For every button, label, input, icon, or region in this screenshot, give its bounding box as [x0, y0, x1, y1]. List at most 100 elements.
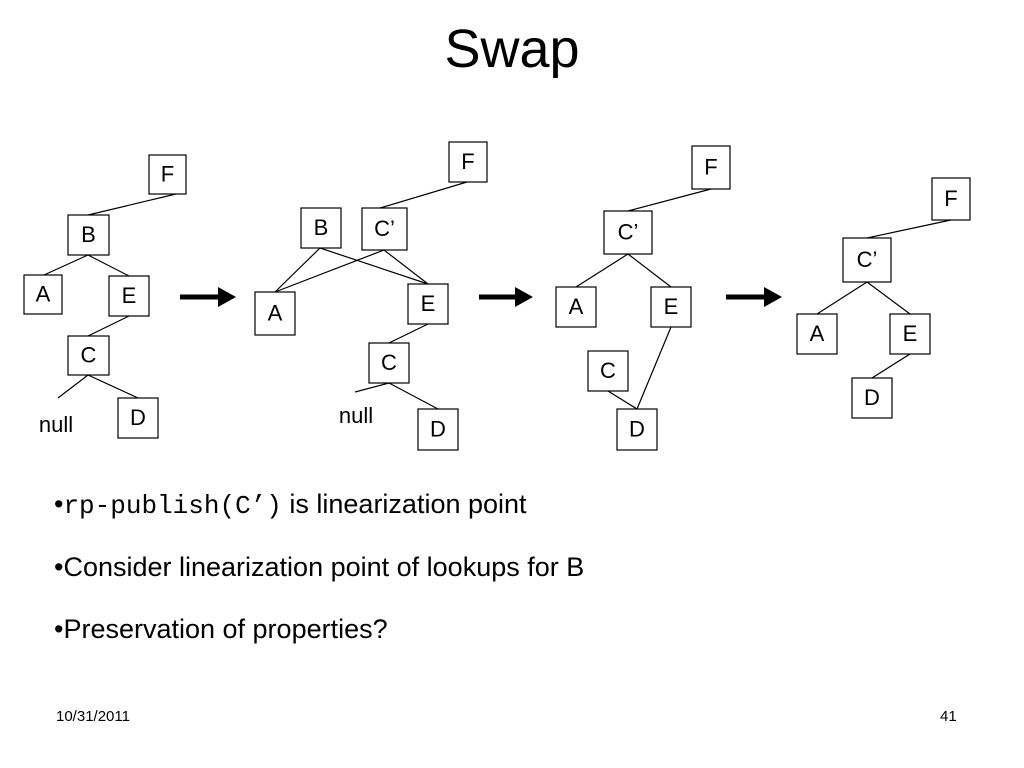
node-box [108, 275, 150, 317]
node-label: E [421, 291, 436, 316]
node-c-prime: C’ [842, 237, 892, 283]
node-label: C’ [374, 216, 395, 241]
node-box [603, 210, 653, 255]
tree-edge [379, 181, 468, 209]
node-e: E [889, 313, 931, 355]
node-b: B [300, 207, 342, 249]
node-e: E [650, 286, 692, 328]
tree-edge [87, 193, 177, 216]
bullet-consider-lookups: •Consider linearization point of lookups… [54, 552, 585, 582]
node-box [616, 408, 658, 451]
right-arrow-icon [726, 287, 782, 307]
node-box [448, 141, 488, 183]
node-box [368, 342, 410, 384]
node-label: E [122, 283, 137, 308]
node-d: D [417, 408, 459, 451]
node-label: C [381, 350, 397, 375]
tree-edge [87, 374, 139, 399]
node-f: F [148, 154, 187, 195]
node-label: A [36, 281, 51, 306]
tree-edge [866, 219, 952, 239]
tree-edge [607, 390, 638, 410]
node-box [842, 237, 892, 283]
node-a: A [254, 291, 296, 336]
null-label: null [339, 403, 373, 428]
node-box [23, 274, 63, 315]
right-arrow-icon [479, 287, 533, 307]
tree-edge [627, 253, 672, 288]
node-label: C [81, 342, 97, 367]
node-label: E [664, 294, 679, 319]
tree-edge [274, 249, 385, 293]
node-box [67, 335, 110, 376]
node-box [67, 214, 110, 256]
node-box [361, 207, 408, 251]
tree-edge [57, 374, 89, 399]
slide-title: Swap [444, 19, 580, 79]
node-d: D [616, 408, 658, 451]
tree-edge [816, 281, 868, 315]
node-e: E [407, 283, 449, 325]
bullet-code: rp-publish(C’) [63, 491, 282, 521]
node-label: F [461, 149, 474, 174]
node-label: F [704, 154, 717, 179]
tree-edge [866, 281, 911, 315]
node-c: C [67, 335, 110, 376]
node-d: D [851, 377, 893, 419]
footer-date: 10/31/2011 [56, 708, 130, 725]
node-a: A [796, 313, 838, 355]
node-c: C [587, 350, 629, 392]
node-label: B [81, 222, 96, 247]
slide-number: 41 [940, 708, 957, 725]
tree-edge [319, 247, 429, 285]
node-box [555, 286, 597, 328]
node-box [931, 177, 971, 221]
node-label: A [268, 300, 283, 325]
node-c: C [368, 342, 410, 384]
node-box [650, 286, 692, 328]
node-a: A [555, 286, 597, 328]
node-f: F [691, 145, 731, 190]
node-label: C [600, 358, 616, 383]
tree-edge [636, 326, 672, 410]
node-c-prime: C’ [603, 210, 653, 255]
bullet-linearization-point: •rp-publish(C’) is linearization point [54, 487, 527, 523]
right-arrow-icon [180, 287, 236, 307]
node-label: C’ [857, 247, 878, 272]
node-e: E [108, 275, 150, 317]
node-box [407, 283, 449, 325]
node-box [889, 313, 931, 355]
tree-edge [388, 323, 429, 344]
tree-stage-4: F C’ A E D [796, 177, 971, 419]
node-label: E [903, 321, 918, 346]
node-label: D [629, 416, 645, 441]
node-box [148, 154, 187, 195]
bullet-preservation: •Preservation of properties? [54, 614, 388, 644]
node-box [117, 397, 159, 439]
node-label: B [314, 215, 329, 240]
node-label: C’ [618, 219, 639, 244]
node-f: F [931, 177, 971, 221]
node-label: D [864, 385, 880, 410]
node-box [254, 291, 296, 336]
tree-edge [87, 254, 130, 277]
node-label: F [161, 161, 174, 186]
node-label: D [130, 405, 146, 430]
tree-edge [383, 249, 429, 285]
tree-edge [274, 247, 321, 293]
node-label: D [430, 416, 446, 441]
node-label: A [569, 294, 584, 319]
tree-edge [388, 382, 439, 410]
node-box [587, 350, 629, 392]
tree-edge [627, 188, 712, 212]
tree-stage-3: F C’ A E C D [555, 145, 731, 451]
node-box [417, 408, 459, 451]
node-box [796, 313, 838, 355]
tree-edge [871, 353, 911, 379]
node-box [300, 207, 342, 249]
node-label: F [944, 186, 957, 211]
tree-edge [43, 254, 89, 276]
